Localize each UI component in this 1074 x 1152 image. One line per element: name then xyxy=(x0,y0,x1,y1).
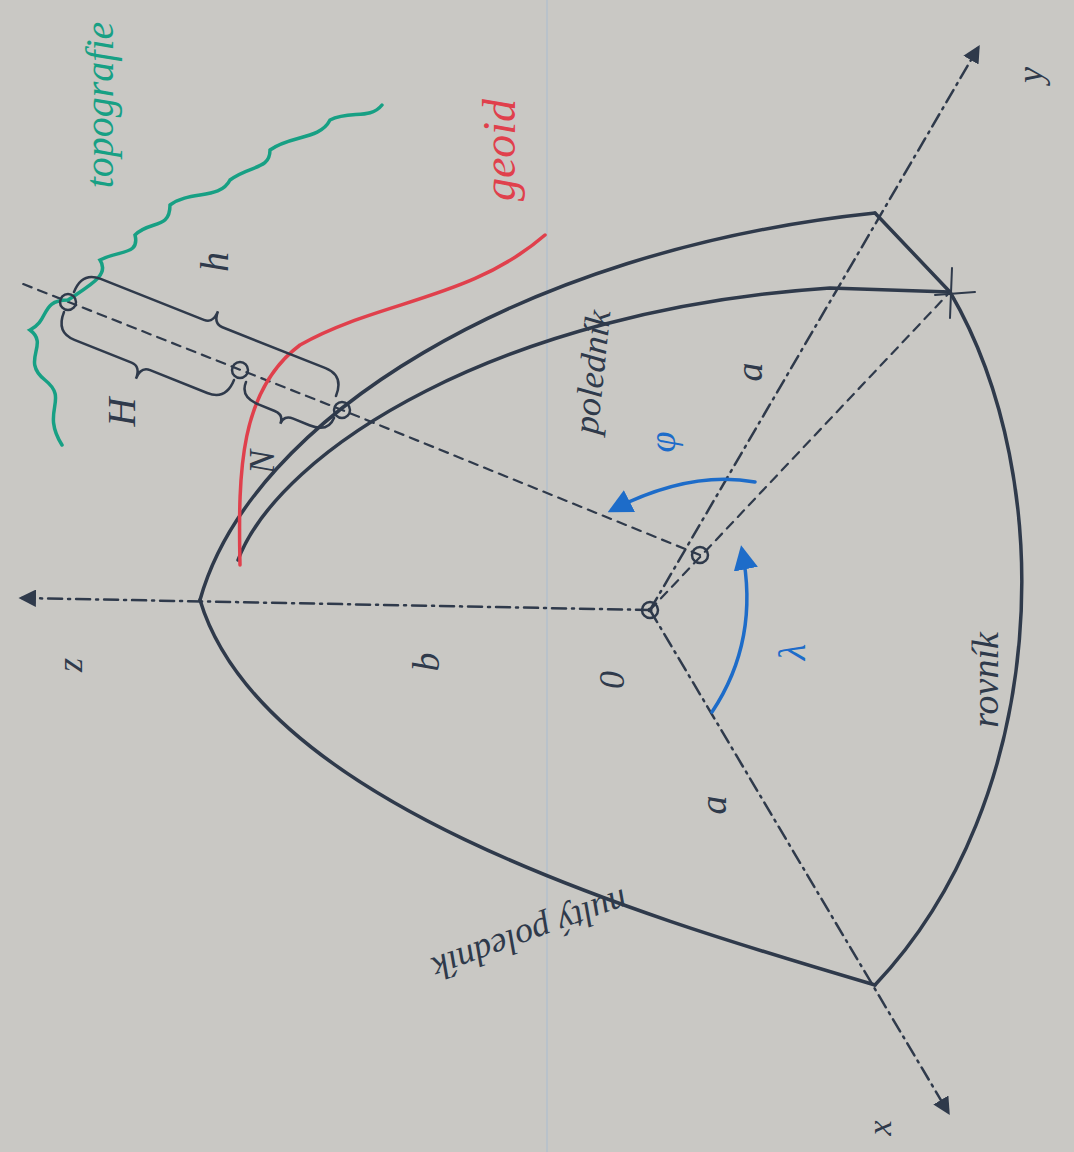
y-axis xyxy=(650,48,978,610)
point-marker xyxy=(60,294,76,310)
meridian-edge xyxy=(200,213,875,600)
meridian xyxy=(238,288,950,560)
lambda-arc xyxy=(712,550,747,712)
figure-label: λ xyxy=(773,644,811,660)
figure-label: topografie xyxy=(80,22,120,189)
figure-label: H xyxy=(102,398,142,427)
figure-label: a xyxy=(693,796,731,815)
equator xyxy=(875,292,1022,985)
point-marker xyxy=(232,362,248,378)
figure-label: z xyxy=(52,658,88,672)
figure-label: φ xyxy=(643,431,681,452)
figure-label: a xyxy=(729,363,767,382)
x-axis xyxy=(650,610,948,1112)
figure-label: nultý poledník xyxy=(428,883,633,987)
z-axis xyxy=(22,598,650,610)
phi-arc xyxy=(612,479,755,510)
figure-label: 0 xyxy=(594,671,630,689)
h-brace xyxy=(74,277,338,396)
normal-line xyxy=(18,282,700,555)
point-marker xyxy=(692,547,708,563)
figure-label: N xyxy=(244,450,280,474)
H-brace xyxy=(62,312,234,395)
figure-label: b xyxy=(406,653,444,672)
scan-line xyxy=(547,0,548,1152)
cross-mark xyxy=(935,268,975,318)
figure-label: poledník xyxy=(568,308,617,435)
origin-dot xyxy=(648,608,653,613)
point-marker xyxy=(642,602,658,618)
geoid-curve xyxy=(240,235,545,565)
point-marker xyxy=(334,402,350,418)
figure-label: y xyxy=(1012,67,1048,83)
N-brace xyxy=(245,382,334,428)
figure-label: rovník xyxy=(966,632,1004,728)
radius-line xyxy=(650,292,950,610)
figure-label: x xyxy=(863,1120,897,1135)
equator-edge xyxy=(875,213,950,292)
figure-label: h xyxy=(195,252,235,272)
figure-label: geoid xyxy=(477,99,523,201)
